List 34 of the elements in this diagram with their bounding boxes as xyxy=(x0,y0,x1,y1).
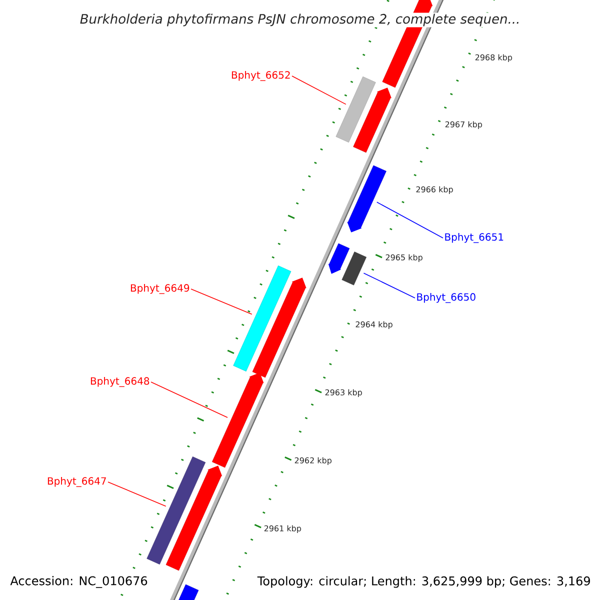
leader-line xyxy=(292,76,346,105)
gene-bar xyxy=(233,266,292,372)
leader-line xyxy=(108,482,166,507)
leader-line xyxy=(150,382,228,418)
gene-label: Bphyt_6649 xyxy=(130,284,190,294)
scale-label: 2967 kbp xyxy=(445,121,482,129)
gene-bar xyxy=(336,76,376,143)
gene-bar xyxy=(212,372,264,468)
scale-label: 2962 kbp xyxy=(294,457,332,465)
gene-bar xyxy=(178,584,199,600)
footer-text: Accession: NC_010676 xyxy=(9,575,149,589)
scale-label: 2968 kbp xyxy=(475,54,512,62)
gene-bar xyxy=(252,278,306,378)
gene-bar xyxy=(166,466,222,571)
title: Burkholderia phytofirmans PsJN chromosome 2, complete sequen... xyxy=(78,12,522,28)
scale-label: 2961 kbp xyxy=(264,525,302,533)
gene-bar xyxy=(328,243,350,274)
scale-label: 2966 kbp xyxy=(416,186,453,194)
gene-label: Bphyt_6650 xyxy=(417,293,476,303)
gene-bar xyxy=(347,165,386,232)
gene-label: Bphyt_6652 xyxy=(232,71,290,81)
gene-bar xyxy=(342,252,366,286)
leader-line xyxy=(376,202,444,238)
scale-label: 2965 kbp xyxy=(386,254,422,262)
gene-label: Bphyt_6647 xyxy=(48,477,106,487)
footer-text: Topology: circular; Length: 3,625,999 bp; Genes: 3,169 xyxy=(256,575,592,589)
leader-line xyxy=(363,272,416,298)
gene-bar xyxy=(146,456,206,564)
scale-label: 2963 kbp xyxy=(325,389,362,397)
gene-bar xyxy=(353,88,392,153)
gene-label: Bphyt_6648 xyxy=(90,377,150,387)
scale-label: 2964 kbp xyxy=(356,321,392,329)
gene-label: Bphyt_6651 xyxy=(445,233,504,243)
leader-line xyxy=(190,288,252,315)
